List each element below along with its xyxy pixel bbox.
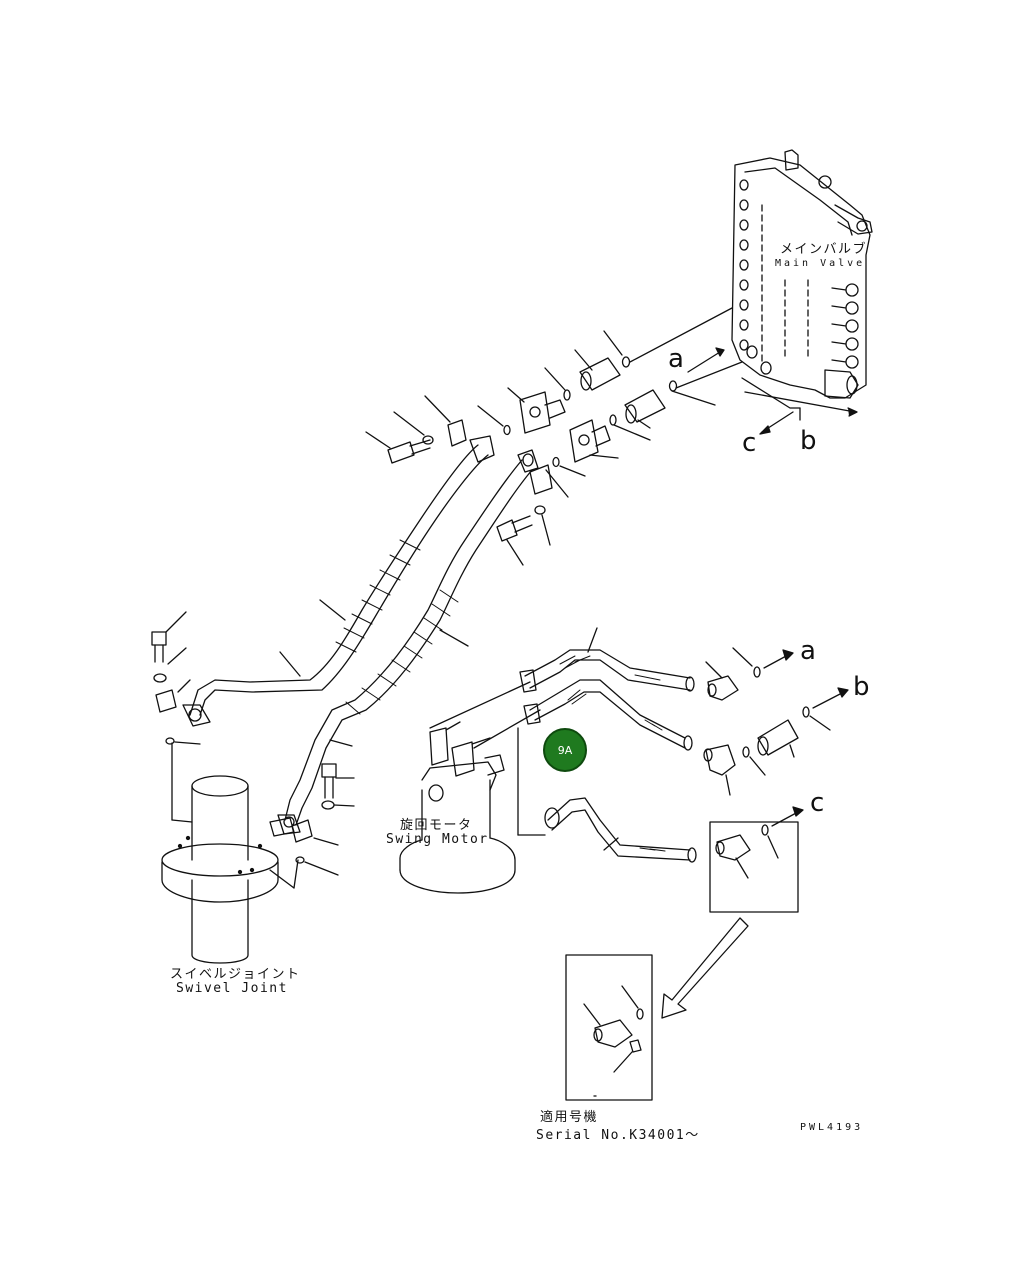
swing-motor-label-en: Swing Motor <box>386 832 489 847</box>
swivel-joint-label-en: Swivel Joint <box>176 981 288 996</box>
serial-detail-box <box>565 954 653 1101</box>
serial-label-jp: 適用号機 <box>540 1110 599 1125</box>
top-fittings <box>365 330 716 566</box>
main-valve-label-en: Main Valve <box>775 258 866 269</box>
drawing-code: PWL4193 <box>800 1122 864 1133</box>
valve-leader-lines <box>629 307 743 389</box>
callout-badge-9a[interactable]: 9A <box>543 728 587 772</box>
lower-hoses <box>519 627 697 863</box>
serial-label-en: Serial No.K34001～ <box>536 1128 700 1143</box>
valve-side-ports <box>831 283 859 369</box>
swing-motor <box>399 681 546 894</box>
valve-port-column <box>739 179 749 351</box>
swivel-joint <box>161 742 299 964</box>
connection-label-b-top: b <box>800 426 817 456</box>
connection-label-c-top: c <box>742 428 757 458</box>
upper-hoses <box>182 435 539 835</box>
connection-label-c-right: c <box>810 788 825 818</box>
swivel-joint-label-jp: スイベルジョイント <box>170 967 301 982</box>
connection-label-b-right: b <box>853 672 870 702</box>
connection-label-a-right: a <box>800 636 816 666</box>
swivel-side-parts <box>151 611 355 876</box>
lower-fittings <box>661 647 849 1019</box>
main-valve-label-jp: メインバルブ <box>780 242 868 257</box>
connection-label-a-top: a <box>668 344 684 374</box>
main-valve <box>731 149 873 399</box>
swing-motor-label-jp: 旋回モータ <box>400 818 473 833</box>
valve-connection-arrows <box>687 347 858 435</box>
